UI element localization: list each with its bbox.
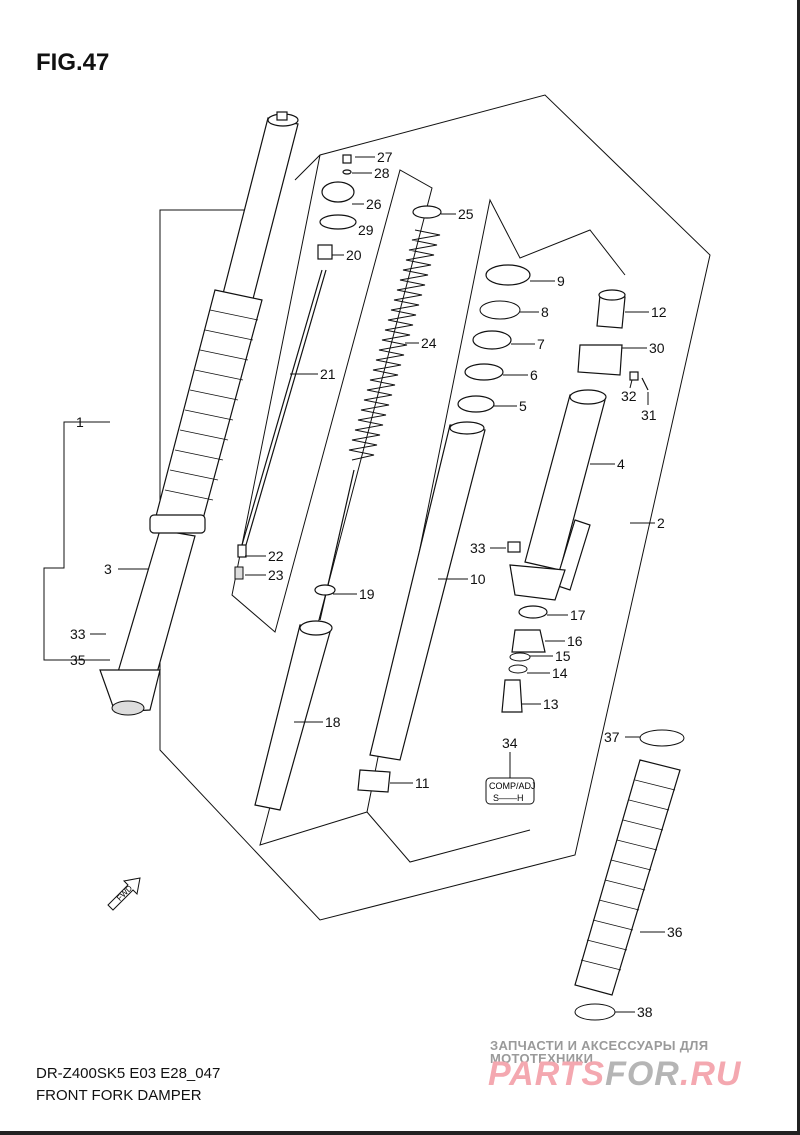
- callout-25[interactable]: 25: [458, 206, 474, 222]
- callout-26[interactable]: 26: [366, 196, 382, 212]
- callout-5[interactable]: 5: [519, 398, 527, 414]
- part-damper-rod: [254, 469, 355, 811]
- part-outer-fork-assembly: [99, 111, 299, 716]
- assembly-group-left: [43, 421, 110, 661]
- callout-36[interactable]: 36: [667, 924, 683, 940]
- callout-10[interactable]: 10: [470, 571, 486, 587]
- callout-7[interactable]: 7: [537, 336, 545, 352]
- frame-border-bottom: [0, 1131, 800, 1135]
- callout-28[interactable]: 28: [374, 165, 390, 181]
- callout-22[interactable]: 22: [268, 548, 284, 564]
- assembly-outline-inner-b: [366, 198, 626, 813]
- callout-19[interactable]: 19: [359, 586, 375, 602]
- part-cap-bolt-group: [234, 154, 357, 580]
- callout-34[interactable]: 34: [502, 735, 518, 751]
- assembly-outline-inner-c: [366, 811, 531, 863]
- callout-21[interactable]: 21: [320, 366, 336, 382]
- callout-18[interactable]: 18: [325, 714, 341, 730]
- callout-4[interactable]: 4: [617, 456, 625, 472]
- callout-23[interactable]: 23: [268, 567, 284, 583]
- callout-37[interactable]: 37: [604, 729, 620, 745]
- frame-border-right: [797, 0, 800, 1135]
- callout-32[interactable]: 32: [621, 388, 637, 404]
- callout-2[interactable]: 2: [657, 515, 665, 531]
- leader-lines: [88, 156, 665, 1013]
- callout-31[interactable]: 31: [641, 407, 657, 423]
- part-seals: [457, 264, 531, 413]
- callout-12[interactable]: 12: [651, 304, 667, 320]
- part-adjuster-stack: [501, 605, 548, 713]
- callout-30[interactable]: 30: [649, 340, 665, 356]
- callout-labels: 27 28 26 29 20 25 21 24 9 8 7 6 5 12 30 …: [70, 149, 683, 1020]
- callout-16[interactable]: 16: [567, 633, 583, 649]
- watermark-part-a: PARTS: [488, 1055, 606, 1093]
- callout-24[interactable]: 24: [421, 335, 437, 351]
- fwd-arrow-icon: FWD: [107, 877, 141, 911]
- assembly-outline-1: [159, 94, 711, 921]
- callout-17[interactable]: 17: [570, 607, 586, 623]
- watermark-logo: PARTSFOR.RU: [488, 1057, 741, 1091]
- part-lower-outer-tube: [507, 289, 649, 601]
- callout-3[interactable]: 3: [104, 561, 112, 577]
- callout-38[interactable]: 38: [637, 1004, 653, 1020]
- callout-35[interactable]: 35: [70, 652, 86, 668]
- callout-33-right[interactable]: 33: [470, 540, 486, 556]
- model-code: DR-Z400SK5 E03 E28_047: [36, 1065, 221, 1082]
- callout-20[interactable]: 20: [346, 247, 362, 263]
- callout-6[interactable]: 6: [530, 367, 538, 383]
- badge-line-2: S——H: [493, 793, 524, 803]
- callout-33-left[interactable]: 33: [70, 626, 86, 642]
- watermark-subtitle: ЗАПЧАСТИ И АКСЕССУАРЫ ДЛЯ МОТОТЕХНИКИ: [490, 1038, 709, 1066]
- callout-8[interactable]: 8: [541, 304, 549, 320]
- callout-11[interactable]: 11: [415, 775, 430, 791]
- callout-9[interactable]: 9: [557, 273, 565, 289]
- callout-29[interactable]: 29: [358, 222, 374, 238]
- callout-15[interactable]: 15: [555, 648, 571, 664]
- comp-adj-badge: COMP/ADJ S——H: [485, 752, 536, 805]
- figure-number: FIG.47: [36, 49, 110, 76]
- watermark-part-c: .RU: [679, 1055, 742, 1093]
- callout-13[interactable]: 13: [543, 696, 559, 712]
- part-inner-tube: [357, 421, 486, 793]
- callout-27[interactable]: 27: [377, 149, 393, 165]
- watermark-part-b: FOR: [605, 1055, 680, 1093]
- callout-1[interactable]: 1: [76, 414, 84, 430]
- callout-14[interactable]: 14: [552, 665, 568, 681]
- assembly-outline-inner-a: [231, 154, 433, 846]
- badge-line-1: COMP/ADJ: [489, 781, 536, 791]
- diagram-title: FRONT FORK DAMPER: [36, 1087, 202, 1104]
- part-fork-boot: [574, 729, 685, 1021]
- part-spring: [348, 205, 442, 461]
